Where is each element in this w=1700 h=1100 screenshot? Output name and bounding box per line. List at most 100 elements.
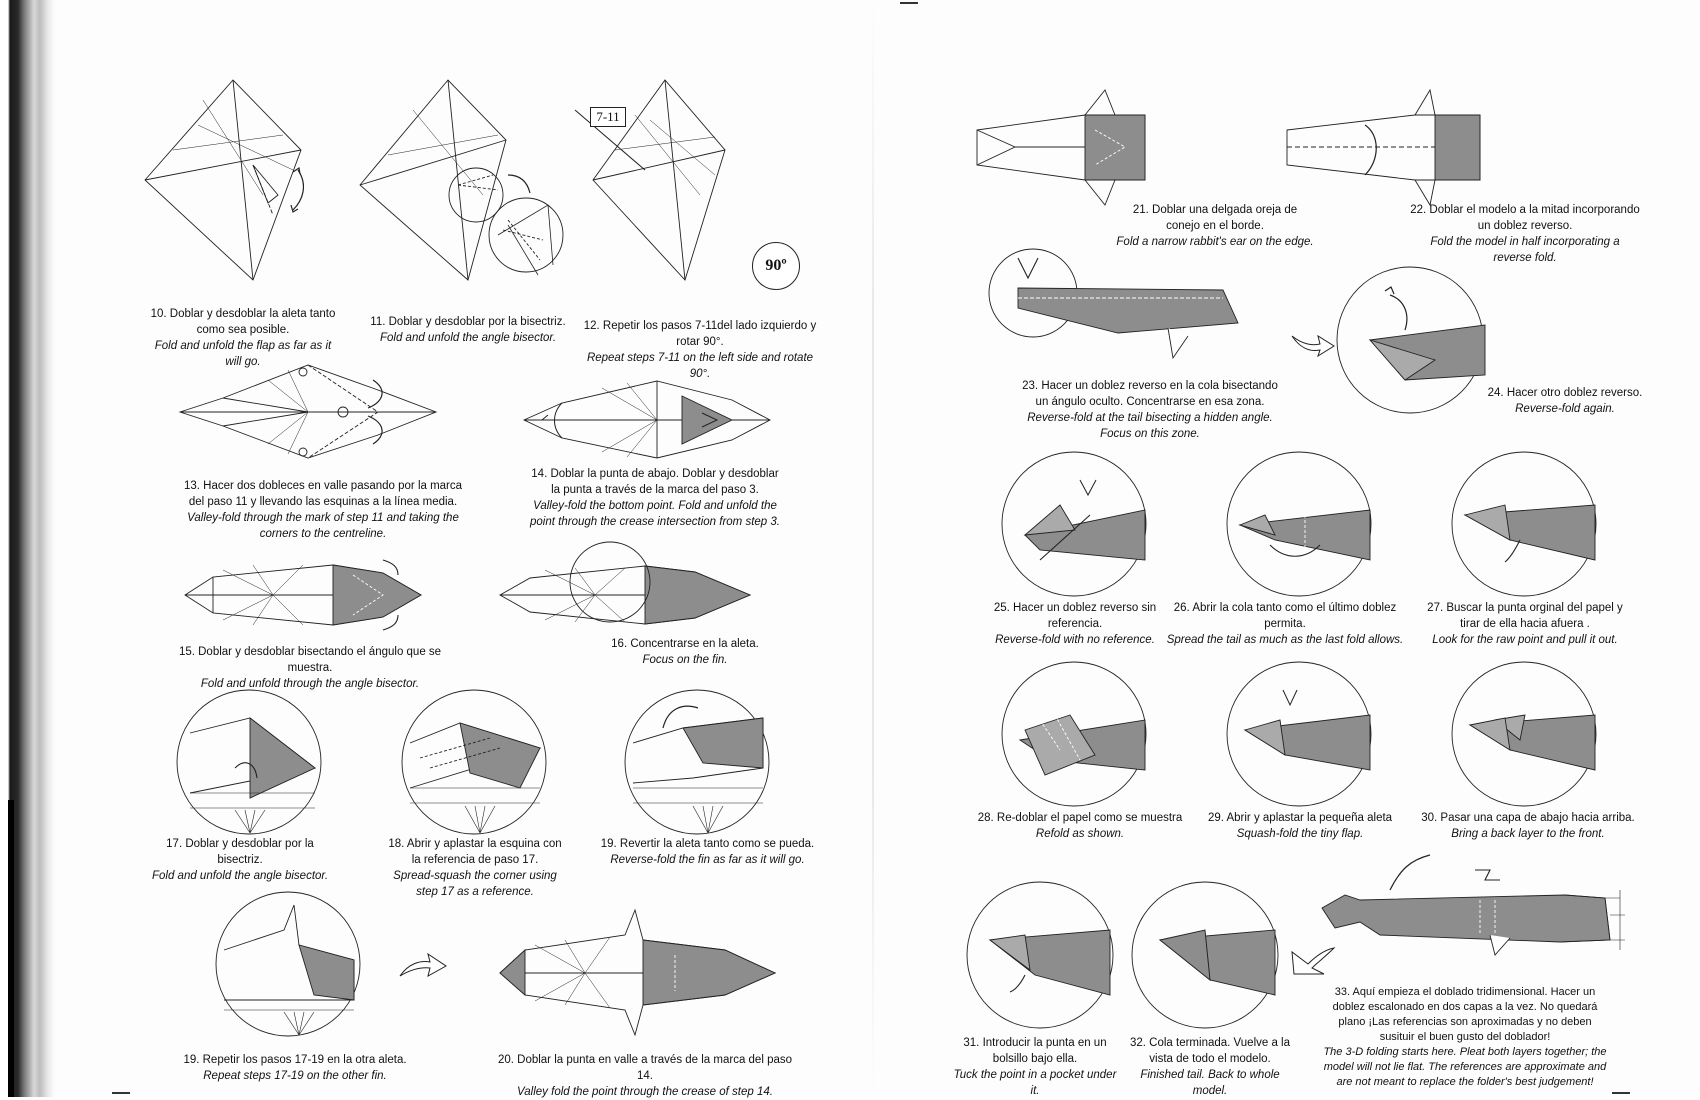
caption-en: Reverse-fold at the tail bisecting a hid…: [1027, 412, 1273, 440]
caption-step-33: 33. Aquí empieza el doblado tridimension…: [1320, 985, 1610, 1090]
caption-es: 16. Concentrarse en la aleta.: [611, 638, 759, 650]
caption-step-32: 32. Cola terminada. Vuelve a la vista de…: [1125, 1035, 1295, 1099]
caption-step-28: 28. Re-doblar el papel como se muestra R…: [960, 810, 1200, 842]
caption-step-20: 20. Doblar la punta en valle a través de…: [490, 1052, 800, 1100]
caption-en: The 3-D folding starts here. Pleat both …: [1323, 1046, 1607, 1088]
caption-en: Fold and unfold the angle bisector.: [151, 870, 329, 882]
caption-step-11: 11. Doblar y desdoblar por la bisectriz.…: [368, 314, 568, 346]
diagram-step-27: [1450, 450, 1598, 598]
caption-es: 18. Abrir y aplastar la esquina con la r…: [388, 838, 562, 866]
caption-en: Look for the raw point and pull it out.: [1432, 634, 1618, 646]
caption-es: 11. Doblar y desdoblar por la bisectriz.: [370, 316, 566, 328]
diagram-step-24: [1335, 265, 1486, 415]
crop-mark: [112, 1092, 130, 1094]
caption-step-24: 24. Hacer otro doblez reverso. Reverse-f…: [1465, 385, 1665, 417]
caption-es: 19. Revertir la aleta tanto como se pued…: [600, 838, 815, 850]
caption-es: 31. Introducir la punta en un bolsillo b…: [963, 1037, 1107, 1065]
caption-step-19a: 19. Revertir la aleta tanto como se pued…: [595, 836, 820, 868]
caption-en: Fold a narrow rabbit's ear on the edge.: [1116, 236, 1314, 248]
caption-es: 32. Cola terminada. Vuelve a la vista de…: [1129, 1037, 1291, 1065]
diagram-step-11: [358, 75, 588, 285]
diagram-step-26: [1225, 450, 1373, 598]
caption-en: Reverse-fold with no reference.: [995, 634, 1155, 646]
diagram-step-21: [975, 85, 1155, 210]
caption-en: Fold the model in half incorporating a r…: [1430, 236, 1620, 264]
caption-en: Repeat steps 17-19 on the other fin.: [203, 1070, 387, 1082]
caption-en: Valley-fold through the mark of step 11 …: [187, 512, 459, 540]
caption-step-29: 29. Abrir y aplastar la pequeña aleta Sq…: [1185, 810, 1415, 842]
caption-step-22: 22. Doblar el modelo a la mitad incorpor…: [1410, 202, 1640, 266]
caption-en: Refold as shown.: [1035, 828, 1125, 840]
caption-en: Finished tail. Back to whole model.: [1140, 1069, 1280, 1097]
crop-mark: [1612, 1092, 1630, 1094]
caption-es: 20. Doblar la punta en valle a través de…: [497, 1054, 793, 1082]
caption-en: Bring a back layer to the front.: [1451, 828, 1605, 840]
caption-es: 24. Hacer otro doblez reverso.: [1487, 387, 1643, 399]
caption-en: Fold and unfold the flap as far as it wi…: [154, 340, 332, 368]
caption-en: Squash-fold the tiny flap.: [1236, 828, 1364, 840]
diagram-step-23: [988, 248, 1288, 368]
caption-es: 14. Doblar la punta de abajo. Doblar y d…: [531, 468, 779, 496]
caption-es: 13. Hacer dos dobleces en valle pasando …: [183, 480, 463, 508]
caption-step-15: 15. Doblar y desdoblar bisectando el áng…: [155, 644, 465, 692]
caption-step-19b: 19. Repetir los pasos 17-19 en la otra a…: [170, 1052, 420, 1084]
caption-en: Tuck the point in a pocket under it.: [953, 1069, 1117, 1097]
caption-es: 33. Aquí empieza el doblado tridimension…: [1332, 986, 1598, 1043]
caption-en: Valley-fold the bottom point. Fold and u…: [530, 500, 780, 528]
caption-es: 23. Hacer un doblez reverso en la cola b…: [1022, 380, 1278, 408]
caption-step-30: 30. Pasar una capa de abajo hacia arriba…: [1408, 810, 1648, 842]
caption-es: 27. Buscar la punta orginal del papel y …: [1427, 602, 1623, 630]
diagram-step-14: [522, 378, 772, 459]
diagram-step-22: [1285, 85, 1485, 210]
caption-es: 29. Abrir y aplastar la pequeña aleta: [1207, 812, 1393, 824]
caption-step-25: 25. Hacer un doblez reverso sin referenc…: [990, 600, 1160, 648]
caption-step-13: 13. Hacer dos dobleces en valle pasando …: [178, 478, 468, 542]
caption-en: Spread-squash the corner using step 17 a…: [393, 870, 557, 898]
diagram-step-13: [178, 360, 440, 460]
caption-step-18: 18. Abrir y aplastar la esquina con la r…: [385, 836, 565, 900]
caption-en: Reverse-fold the fin as far as it will g…: [610, 854, 805, 866]
caption-es: 22. Doblar el modelo a la mitad incorpor…: [1410, 204, 1640, 232]
caption-step-14: 14. Doblar la punta de abajo. Doblar y d…: [530, 466, 780, 530]
diagram-step-17: [175, 688, 323, 836]
caption-es: 15. Doblar y desdoblar bisectando el áng…: [178, 646, 442, 674]
caption-es: 28. Re-doblar el papel como se muestra: [977, 812, 1183, 824]
caption-en: Focus on the fin.: [642, 654, 728, 666]
hollow-arrow: [1290, 940, 1336, 978]
caption-es: 21. Doblar una delgada oreja de conejo e…: [1132, 204, 1298, 232]
caption-en: Fold and unfold the angle bisector.: [379, 332, 557, 344]
diagram-step-10: [143, 75, 323, 281]
caption-es: 10. Doblar y desdoblar la aleta tanto co…: [150, 308, 336, 336]
diagram-step-18: [400, 688, 548, 836]
caption-step-21: 21. Doblar una delgada oreja de conejo e…: [1115, 202, 1315, 250]
caption-es: 17. Doblar y desdoblar por la bisectriz.: [166, 838, 314, 866]
caption-es: 25. Hacer un doblez reverso sin referenc…: [993, 602, 1157, 630]
caption-es: 19. Repetir los pasos 17-19 en la otra a…: [183, 1054, 407, 1066]
caption-step-16: 16. Concentrarse en la aleta. Focus on t…: [575, 636, 795, 668]
caption-step-17: 17. Doblar y desdoblar por la bisectriz.…: [150, 836, 330, 884]
caption-es: 30. Pasar una capa de abajo hacia arriba…: [1421, 812, 1635, 824]
caption-step-10: 10. Doblar y desdoblar la aleta tanto co…: [148, 306, 338, 370]
caption-step-26: 26. Abrir la cola tanto como el último d…: [1160, 600, 1410, 648]
hollow-arrow: [1290, 330, 1336, 360]
caption-step-31: 31. Introducir la punta en un bolsillo b…: [950, 1035, 1120, 1099]
caption-step-27: 27. Buscar la punta orginal del papel y …: [1425, 600, 1625, 648]
diagram-step-28: [1000, 660, 1148, 808]
diagram-step-19a: [623, 688, 771, 836]
caption-en: Valley fold the point through the crease…: [517, 1086, 773, 1098]
rotate-90-badge: 90º: [752, 242, 800, 290]
diagram-step-29: [1225, 660, 1373, 808]
step-reference-box: 7-11: [590, 107, 626, 127]
diagram-step-30: [1450, 660, 1598, 808]
diagram-step-32: [1130, 880, 1280, 1030]
caption-en: Repeat steps 7-11 on the left side and r…: [586, 352, 814, 380]
caption-en: Fold and unfold through the angle bisect…: [200, 678, 420, 690]
page-gutter: [872, 0, 874, 1097]
caption-es: 12. Repetir los pasos 7-11del lado izqui…: [583, 320, 817, 348]
caption-step-12: 12. Repetir los pasos 7-11del lado izqui…: [580, 318, 820, 382]
diagram-step-15: [183, 555, 423, 635]
caption-en: Reverse-fold again.: [1515, 403, 1615, 415]
book-spine: [0, 0, 55, 1097]
caption-step-23: 23. Hacer un doblez reverso en la cola b…: [1015, 378, 1285, 442]
diagram-step-31: [965, 880, 1115, 1030]
